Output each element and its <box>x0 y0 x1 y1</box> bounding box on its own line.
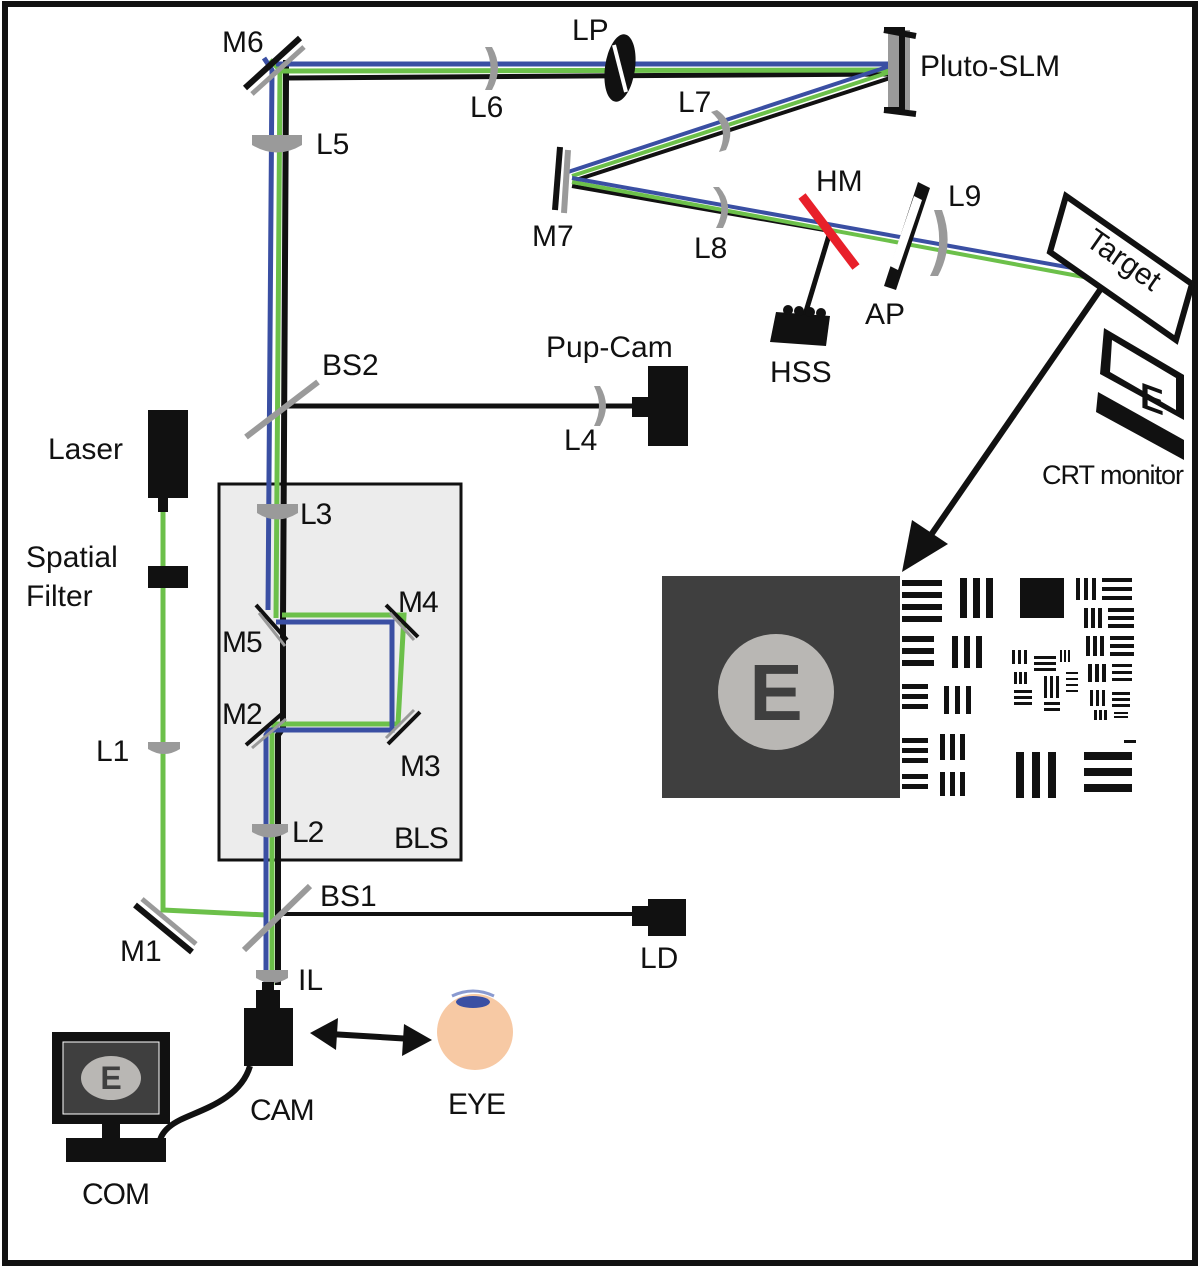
hm-hss-beam <box>804 232 830 318</box>
laser-source <box>148 410 188 498</box>
label-l2: L2 <box>292 816 324 849</box>
label-lp: LP <box>572 14 609 47</box>
hss-sensor <box>770 305 830 346</box>
top-beam-green <box>282 70 888 71</box>
label-hss: HSS <box>770 356 832 389</box>
label-m7: M7 <box>532 220 574 253</box>
cam-eye-double-arrow <box>310 1018 432 1056</box>
label-m1: M1 <box>120 935 162 968</box>
inset-disk-letter: E <box>749 648 802 737</box>
label-l8: L8 <box>694 232 727 265</box>
label-m2: M2 <box>222 698 262 731</box>
label-ld: LD <box>640 942 678 975</box>
label-ap: AP <box>865 298 905 331</box>
crt-screen-letter: E <box>1140 374 1164 423</box>
label-m6: M6 <box>222 26 264 59</box>
top-beam-black <box>288 74 888 78</box>
label-il: IL <box>298 964 323 997</box>
target-image-inset: E <box>662 576 1138 798</box>
label-crt-monitor: CRT monitor <box>1042 460 1184 490</box>
mirror-m7 <box>555 147 568 213</box>
camera-cam <box>244 982 293 1066</box>
label-l6: L6 <box>470 91 503 124</box>
label-com: COM <box>82 1178 149 1211</box>
target-panel: Target <box>1050 196 1192 340</box>
laser-output-tip <box>158 498 168 512</box>
label-l9: L9 <box>948 180 981 213</box>
label-l7: L7 <box>678 86 711 119</box>
crt-monitor: E <box>1096 328 1184 460</box>
label-l1: L1 <box>96 735 129 768</box>
eye <box>437 991 513 1070</box>
label-pup-cam: Pup-Cam <box>546 331 673 364</box>
pupil-camera <box>632 366 688 446</box>
label-m4: M4 <box>398 586 438 619</box>
label-m5: M5 <box>222 626 262 659</box>
label-bls: BLS <box>394 822 448 855</box>
lens-l5 <box>252 135 302 153</box>
label-bs2: BS2 <box>322 349 379 382</box>
computer-monitor-com: E <box>52 1032 170 1162</box>
lens-il <box>256 970 288 983</box>
label-pluto-slm: Pluto-SLM <box>920 50 1060 83</box>
label-cam: CAM <box>250 1094 314 1127</box>
camera-cable <box>159 1066 250 1150</box>
label-filter: Filter <box>26 580 93 613</box>
label-bs1: BS1 <box>320 880 377 913</box>
label-hm: HM <box>816 165 863 198</box>
com-screen-letter: E <box>100 1060 121 1096</box>
label-m3: M3 <box>400 750 440 783</box>
label-spatial: Spatial <box>26 541 118 574</box>
label-l3: L3 <box>300 498 332 531</box>
label-l4: L4 <box>564 424 597 457</box>
lens-l1 <box>148 742 180 754</box>
label-l5: L5 <box>316 128 349 161</box>
spatial-filter <box>148 566 188 588</box>
bls-box <box>219 484 461 860</box>
target-to-inset-arrow <box>902 290 1100 572</box>
label-eye: EYE <box>448 1088 505 1121</box>
pluto-slm <box>884 30 916 114</box>
label-laser: Laser <box>48 433 123 466</box>
laser-diode-ld <box>632 899 686 936</box>
